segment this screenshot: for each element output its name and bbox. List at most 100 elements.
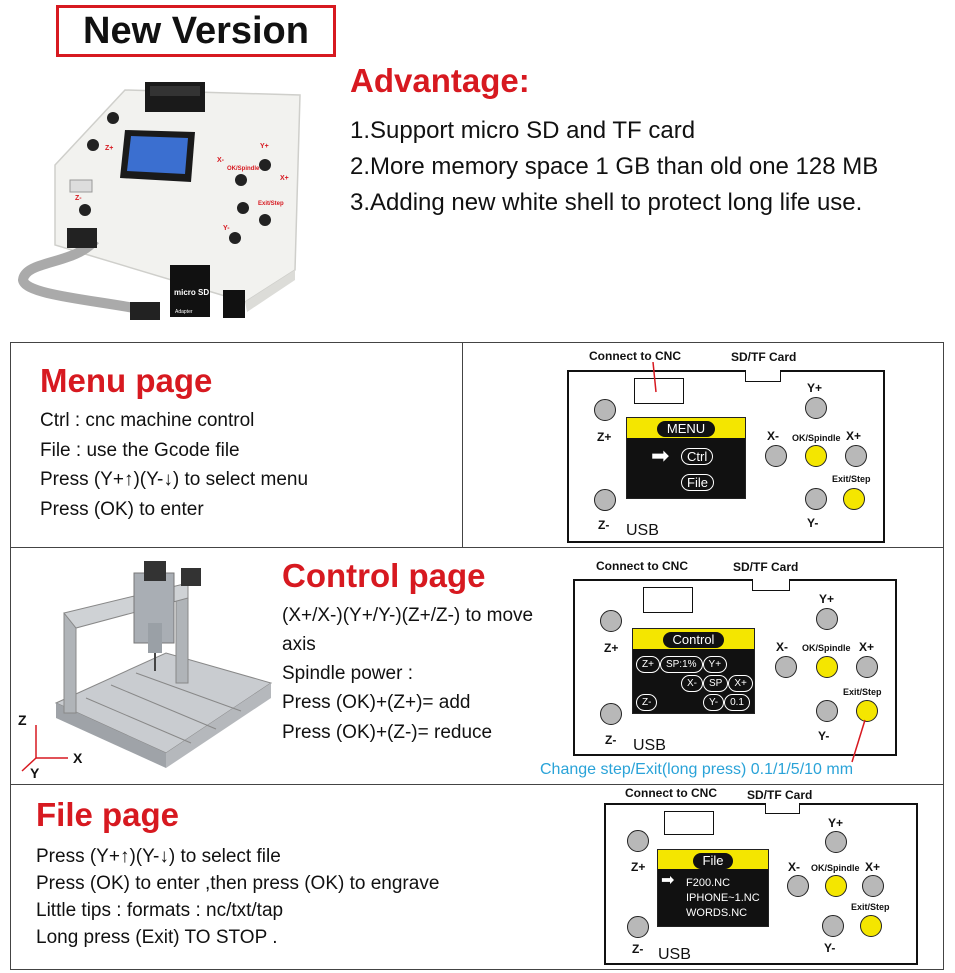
z-plus-chip: Z+ [636, 656, 660, 673]
spindle-percent-chip: SP:1% [659, 656, 703, 673]
y-minus-button[interactable] [805, 488, 827, 510]
controller-kit-image: Z+ Z- X- Y+ OK/Spindle X+ Y- Exit/Step m… [17, 82, 301, 320]
adapter-label: Adapter [175, 309, 193, 315]
sd-slot [752, 579, 790, 591]
file-entry[interactable]: WORDS.NC [686, 907, 748, 919]
y-plus-button[interactable] [805, 397, 827, 419]
z-minus-button[interactable] [594, 489, 616, 511]
file-line: Press (Y+↑)(Y-↓) to select file [36, 846, 281, 867]
file-line: Press (OK) to enter ,then press (OK) to … [36, 873, 440, 894]
x-minus-label: X- [767, 429, 779, 443]
control-line: Spindle power : [282, 663, 413, 684]
y-plus-chip: Y+ [702, 656, 728, 673]
y-plus-button[interactable] [816, 608, 838, 630]
x-minus-chip: X- [681, 675, 703, 692]
screen-title: Control [662, 632, 725, 648]
usb-label: USB [626, 522, 659, 539]
sd-card-label: micro SD [174, 288, 209, 297]
sdtf-card-label: SD/TF Card [747, 788, 813, 802]
select-arrow-icon: ➡ [661, 872, 675, 889]
product-label-yminus: Y- [223, 225, 230, 232]
control-line: axis [282, 634, 316, 655]
axis-z-label: Z [18, 712, 27, 728]
z-minus-button[interactable] [627, 916, 649, 938]
advantage-item: 1.Support micro SD and TF card [350, 117, 696, 144]
exit-step-label: Exit/Step [851, 902, 890, 912]
cnc-machine-image: Z X Y [18, 561, 273, 781]
menu-line: Ctrl : cnc machine control [40, 410, 255, 431]
select-arrow-icon: ➡ [651, 443, 670, 468]
z-minus-button[interactable] [600, 703, 622, 725]
menu-item-file[interactable]: File [681, 474, 714, 491]
y-plus-label: Y+ [819, 592, 835, 606]
product-label-zplus: Z+ [105, 145, 113, 152]
exit-step-button[interactable] [860, 915, 882, 937]
spindle-chip: SP [703, 675, 729, 692]
sdtf-card-label: SD/TF Card [731, 350, 797, 364]
cnc-connector [643, 587, 693, 613]
product-label-exit: Exit/Step [258, 201, 284, 207]
x-minus-button[interactable] [765, 445, 787, 467]
x-plus-button[interactable] [845, 445, 867, 467]
product-illustration: Z+ Z- X- Y+ OK/Spindle X+ Y- Exit/Step m… [15, 70, 315, 325]
connect-cnc-label: Connect to CNC [625, 786, 717, 800]
y-minus-button[interactable] [816, 700, 838, 722]
advantage-item: 2.More memory space 1 GB than old one 12… [350, 153, 879, 180]
ok-spindle-button[interactable] [805, 445, 827, 467]
file-entry[interactable]: IPHONE~1.NC [686, 892, 760, 904]
cnc-connector [634, 378, 684, 404]
exit-step-label: Exit/Step [832, 474, 871, 484]
z-minus-label: Z- [605, 733, 617, 747]
cnc-connector [664, 811, 714, 835]
z-minus-chip: Z- [636, 694, 658, 711]
menu-item-ctrl[interactable]: Ctrl [681, 448, 714, 465]
x-plus-chip: X+ [728, 675, 753, 692]
file-line: Long press (Exit) TO STOP . [36, 927, 278, 948]
y-minus-button[interactable] [822, 915, 844, 937]
file-entry[interactable]: F200.NC [686, 877, 731, 889]
ok-spindle-button[interactable] [816, 656, 838, 678]
new-version-badge: New Version [56, 5, 336, 57]
x-minus-button[interactable] [787, 875, 809, 897]
lcd-screen: File ➡ F200.NC IPHONE~1.NC WORDS.NC [657, 849, 769, 927]
ok-spindle-label: OK/Spindle [792, 433, 841, 443]
y-minus-label: Y- [807, 516, 819, 530]
exit-step-button[interactable] [843, 488, 865, 510]
y-minus-label: Y- [818, 729, 830, 743]
x-minus-label: X- [776, 640, 788, 654]
advantage-title: Advantage: [350, 62, 530, 99]
y-minus-label: Y- [824, 941, 836, 955]
product-label-ok: OK/Spindle [227, 166, 260, 172]
z-plus-button[interactable] [627, 830, 649, 852]
menu-line: Press (Y+↑)(Y-↓) to select menu [40, 469, 309, 490]
exit-step-button[interactable] [856, 700, 878, 722]
exit-pointer [851, 719, 866, 763]
z-plus-label: Z+ [597, 430, 612, 444]
menu-line: File : use the Gcode file [40, 440, 240, 461]
x-plus-button[interactable] [862, 875, 884, 897]
x-plus-button[interactable] [856, 656, 878, 678]
product-label-xminus: X- [217, 157, 225, 164]
file-panel [10, 784, 944, 970]
exit-step-label: Exit/Step [843, 687, 882, 697]
x-plus-label: X+ [865, 860, 881, 874]
product-label-xplus: X+ [280, 175, 289, 182]
x-minus-label: X- [788, 860, 800, 874]
sd-slot [765, 803, 800, 814]
screen-title: File [692, 853, 734, 869]
product-label-yplus: Y+ [260, 143, 269, 150]
z-plus-button[interactable] [594, 399, 616, 421]
cnc-machine-illustration: Z X Y [16, 553, 278, 781]
y-plus-button[interactable] [825, 831, 847, 853]
menu-title: Menu page [40, 362, 213, 399]
file-title: File page [36, 796, 180, 833]
x-minus-button[interactable] [775, 656, 797, 678]
connector-pointer [652, 362, 657, 393]
x-plus-label: X+ [846, 429, 862, 443]
z-plus-button[interactable] [600, 610, 622, 632]
file-line: Little tips : formats : nc/txt/tap [36, 900, 284, 921]
y-plus-label: Y+ [807, 381, 823, 395]
control-title: Control page [282, 557, 486, 594]
ok-spindle-button[interactable] [825, 875, 847, 897]
